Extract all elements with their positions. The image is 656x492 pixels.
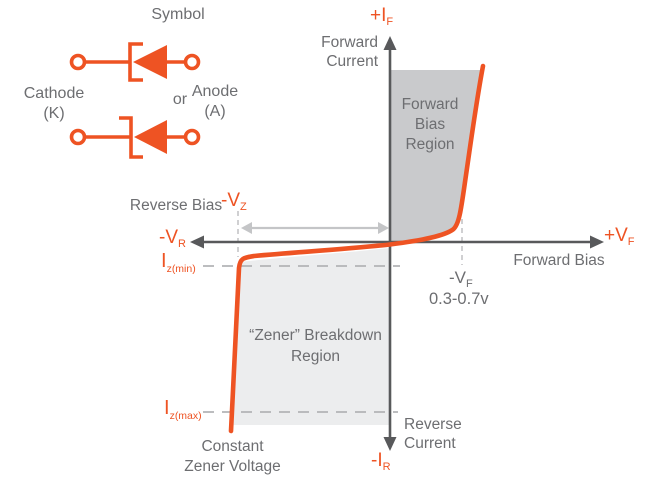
zener-voltage-label: -VZ [221, 190, 247, 213]
forward-voltage-axis-label: +VF [604, 225, 635, 248]
reverse-voltage-axis-label: -VR [159, 227, 186, 250]
knee-voltage-range: 0.3-0.7v [429, 290, 489, 308]
zener-iv-curve [228, 63, 486, 434]
constant-zener-voltage-label: Constant Zener Voltage [184, 438, 281, 475]
cathode-bar-1 [128, 42, 143, 82]
anode-label-line1: Anode [191, 83, 239, 100]
anode-terminal-circle-1 [183, 53, 201, 71]
forward-current-caption: Forward Current [321, 34, 378, 70]
cathode-label-line1: Cathode [23, 85, 85, 102]
anode-terminal-circle-2 [183, 128, 201, 146]
zener-voltage-span-arrow [241, 222, 389, 234]
cathode-terminal-circle-1 [69, 53, 87, 71]
forward-bias-region-label: Forward Bias Region [401, 96, 459, 153]
forward-bias-region-fill [390, 70, 481, 245]
zener-diode-symbol-2 [69, 116, 201, 159]
current-axis-down-arrowhead [383, 437, 397, 451]
anode-triangle-2 [134, 120, 167, 154]
voltage-axis-right-arrowhead [590, 235, 604, 249]
cathode-label: Cathode (K) [12, 84, 96, 124]
zener-breakdown-region-label: “Zener” Breakdown Region [249, 327, 382, 365]
anode-label-line2: (A) [204, 103, 226, 120]
symbol-title: Symbol [151, 6, 205, 23]
cathode-label-line2: (K) [43, 105, 65, 122]
knee-voltage-label: -VF [449, 268, 473, 290]
reverse-current-caption: Reverse Current [404, 416, 462, 452]
iz-max-label: Iz(max) [164, 397, 202, 422]
reverse-current-axis-label: -IR [371, 450, 391, 473]
current-axis-up-arrowhead [383, 36, 397, 50]
voltage-axis-left-arrowhead [190, 235, 204, 249]
iz-min-label: Iz(min) [161, 250, 196, 275]
anode-label: Anode (A) [186, 82, 244, 122]
forward-current-axis-label: +IF [370, 5, 394, 28]
anode-triangle-1 [133, 45, 167, 79]
zener-diode-symbol-1 [69, 42, 201, 82]
or-label: or [172, 91, 188, 108]
cathode-terminal-circle-2 [69, 128, 87, 146]
cathode-bar-2 [119, 116, 143, 159]
reverse-bias-caption: Reverse Bias [129, 197, 223, 214]
zener-breakdown-region-fill [233, 248, 390, 425]
forward-bias-caption: Forward Bias [513, 252, 605, 269]
